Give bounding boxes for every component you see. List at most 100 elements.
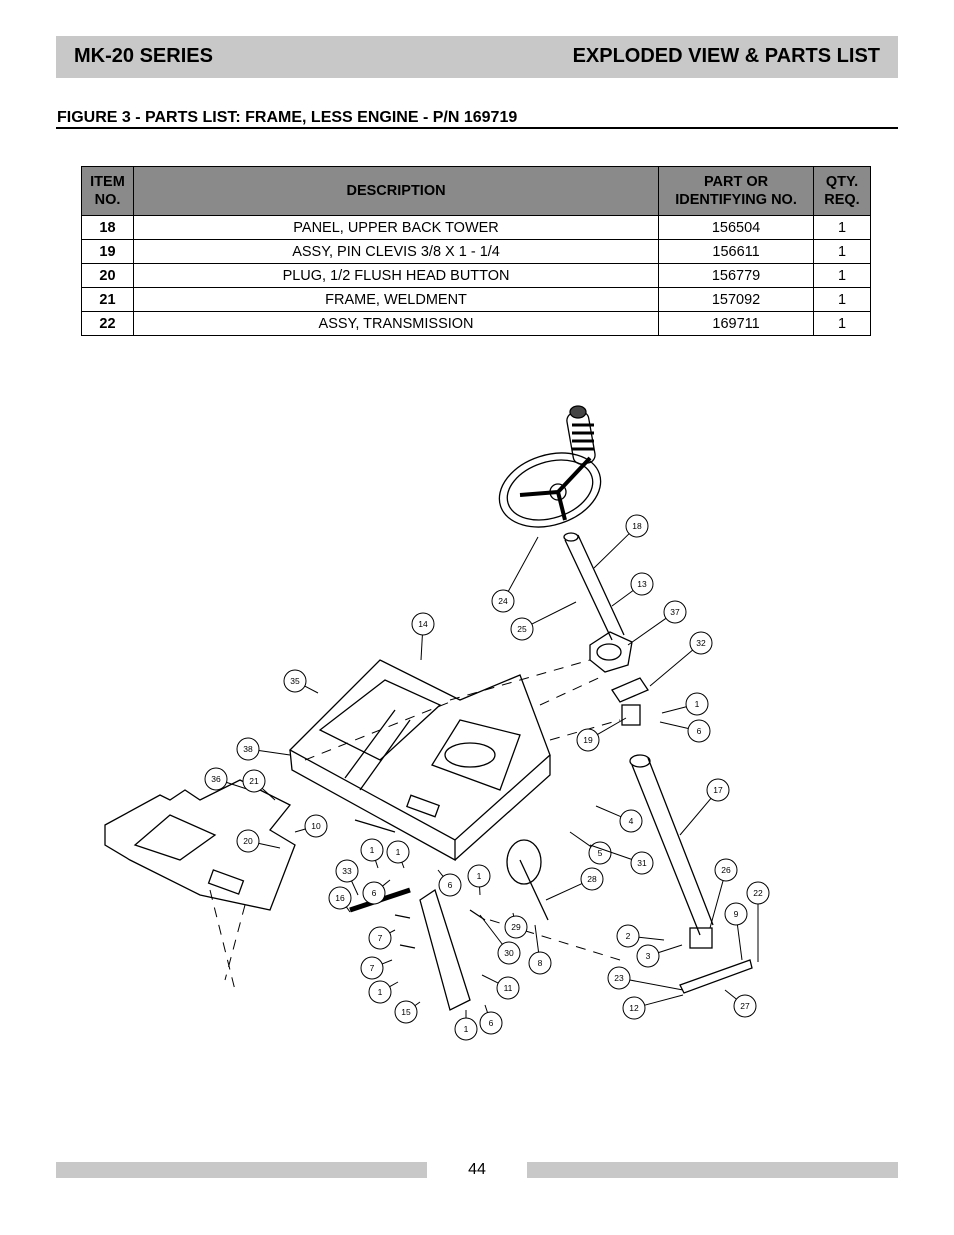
leader-line <box>382 959 393 965</box>
callout-label: 1 <box>477 871 482 881</box>
description: PLUG, 1/2 FLUSH HEAD BUTTON <box>132 263 660 288</box>
table-row: 18 PANEL, UPPER BACK TOWER 156504 1 <box>81 215 872 240</box>
callout-label: 24 <box>498 596 508 606</box>
callout-circle <box>689 631 713 655</box>
callout-11: 11 <box>481 974 520 1000</box>
item-no: 19 <box>81 239 134 264</box>
callout-label: 13 <box>637 579 647 589</box>
callout-19: 19 <box>576 717 627 752</box>
callout-label: 37 <box>670 607 680 617</box>
leader-line <box>351 880 359 896</box>
callout-circle <box>510 617 534 641</box>
callout-30: 30 <box>479 914 521 965</box>
leader-line <box>304 685 319 694</box>
callout-circle <box>394 1000 418 1024</box>
table-row: 21 FRAME, WELDMENT 157092 1 <box>81 287 872 312</box>
callout-label: 17 <box>713 785 723 795</box>
part-no: 156611 <box>658 239 814 264</box>
table-row: 19 ASSY, PIN CLEVIS 3/8 X 1 - 1/4 156611… <box>81 239 872 264</box>
leader-line <box>261 788 276 801</box>
callout-circle <box>714 858 738 882</box>
series-title: MK-20 SERIES <box>74 45 213 67</box>
callout-14: 14 <box>411 612 435 661</box>
callout-label: 28 <box>587 874 597 884</box>
description: ASSY, PIN CLEVIS 3/8 X 1 - 1/4 <box>132 239 660 264</box>
leader-line <box>375 860 379 869</box>
table-row: 22 ASSY, TRANSMISSION 169711 1 <box>81 311 872 336</box>
callout-label: 10 <box>311 821 321 831</box>
callout-23: 23 <box>607 966 684 991</box>
leader-line <box>736 924 743 961</box>
callout-circle <box>368 926 392 950</box>
callout-label: 14 <box>418 619 428 629</box>
leader-line <box>569 831 592 848</box>
callout-circle <box>242 769 266 793</box>
callout-circle <box>636 944 660 968</box>
qty: 1 <box>812 215 872 240</box>
callout-circle <box>368 980 392 1004</box>
callout-32: 32 <box>649 631 713 687</box>
callout-27: 27 <box>724 989 757 1018</box>
callout-circle <box>576 728 600 752</box>
callout-label: 1 <box>695 699 700 709</box>
part-no: 169711 <box>658 311 814 336</box>
callout-label: 21 <box>249 776 259 786</box>
callout-circle <box>479 1011 503 1035</box>
leader-line <box>589 844 632 860</box>
callout-label: 36 <box>211 774 221 784</box>
leader-line <box>531 601 577 625</box>
callout-circle <box>706 778 730 802</box>
callout-circle <box>491 589 515 613</box>
item-no: 20 <box>81 263 134 288</box>
callout-22: 22 <box>746 881 770 962</box>
item-no: 21 <box>81 287 134 312</box>
leader-line <box>437 869 444 877</box>
callout-label: 29 <box>511 922 521 932</box>
callout-circle <box>283 669 307 693</box>
table-row: 20 PLUG, 1/2 FLUSH HEAD BUTTON 156779 1 <box>81 263 872 288</box>
callout-6: 6 <box>479 1004 503 1035</box>
callout-label: 1 <box>396 847 401 857</box>
callout-circle <box>362 881 386 905</box>
callout-20: 20 <box>236 829 281 853</box>
callout-6: 6 <box>437 869 462 897</box>
callout-label: 25 <box>517 624 527 634</box>
callout-circle <box>663 600 687 624</box>
callout-33: 33 <box>335 859 359 896</box>
callout-8: 8 <box>528 924 552 975</box>
callout-label: 18 <box>632 521 642 531</box>
callout-38: 38 <box>236 737 291 761</box>
callout-29: 29 <box>504 912 528 939</box>
callout-1: 1 <box>661 692 709 716</box>
callout-label: 15 <box>401 1007 411 1017</box>
callout-label: 1 <box>370 845 375 855</box>
callout-35: 35 <box>283 669 319 694</box>
callout-9: 9 <box>724 902 748 961</box>
callout-circle <box>360 838 384 862</box>
callout-21: 21 <box>242 769 276 801</box>
leader-line <box>644 994 684 1006</box>
callout-label: 19 <box>583 735 593 745</box>
title-underline <box>56 127 898 129</box>
description: ASSY, TRANSMISSION <box>132 311 660 336</box>
callout-1: 1 <box>368 980 399 1004</box>
callout-label: 16 <box>335 893 345 903</box>
callout-7: 7 <box>360 956 393 980</box>
part-no: 156504 <box>658 215 814 240</box>
callout-25: 25 <box>510 601 577 641</box>
callout-6: 6 <box>362 879 391 905</box>
callout-1: 1 <box>386 840 410 869</box>
callout-37: 37 <box>627 600 687 646</box>
callout-circle <box>630 572 654 596</box>
callout-label: 27 <box>740 1001 750 1011</box>
callout-circle <box>588 841 612 865</box>
callout-label: 6 <box>489 1018 494 1028</box>
callout-circle <box>580 867 604 891</box>
leader-line <box>709 880 724 929</box>
callout-label: 35 <box>290 676 300 686</box>
leader-line <box>420 634 423 661</box>
callout-label: 20 <box>243 836 253 846</box>
page-header: MK-20 SERIES EXPLODED VIEW & PARTS LIST <box>56 36 898 78</box>
callout-circle <box>619 809 643 833</box>
